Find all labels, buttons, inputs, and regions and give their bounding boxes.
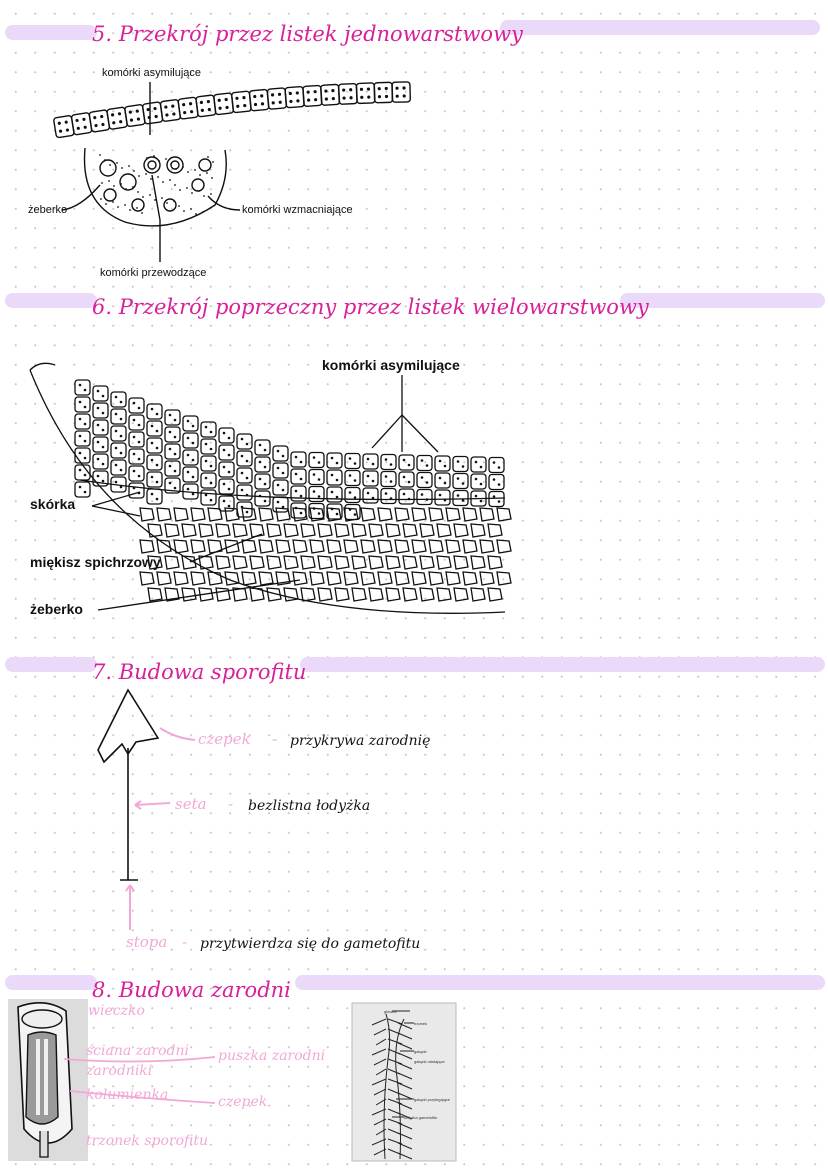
desc-calyptra: przykrywa zarodnię: [290, 733, 431, 749]
label-rib-1: żeberko: [28, 204, 68, 216]
label-conducting-cells: komórki przewodzące: [100, 267, 207, 279]
photo-label-2: trzonek: [414, 1021, 428, 1026]
term-seta: seta: [175, 795, 207, 813]
heading-band-left: [5, 25, 97, 40]
term-foot: stopa: [126, 933, 168, 951]
dash-seta: -: [228, 795, 234, 813]
multi-layer-leaf-diagram: [29, 362, 512, 614]
label-assimilating-cells-1: komórki asymilujące: [102, 67, 202, 79]
photo-label-6: łodyżka gametofitu: [404, 1115, 438, 1120]
label-capsule: puszka zarodni: [218, 1048, 326, 1064]
photo-label-3: gałązki: [414, 1049, 427, 1054]
label-lid: wieczko: [88, 1003, 145, 1019]
single-layer-leaf-diagram: [53, 81, 411, 262]
label-strengthening-cells: komórki wzmacniające: [242, 204, 353, 216]
heading-band-right: [295, 975, 825, 990]
section-heading-6: 6. Przekrój poprzeczny przez listek wiel…: [92, 295, 649, 319]
label-column: kolumienka: [86, 1087, 169, 1103]
dash-calyptra: -: [272, 730, 278, 748]
photo-label-1: główka: [384, 1009, 397, 1014]
label-spores: zarodniki: [86, 1063, 153, 1079]
desc-foot: przytwierdza się do gametofitu: [200, 936, 421, 952]
desc-seta: bezlistna łodyżka: [248, 798, 371, 814]
term-calyptra: czepek: [198, 730, 251, 748]
label-storage-parenchyma: miękisz spichrzowy: [30, 554, 161, 570]
heading-band-right: [300, 657, 825, 672]
sporophyte-drawing: [97, 688, 196, 930]
photo-label-4: gałązki odstające: [414, 1059, 445, 1064]
heading-band-left: [5, 975, 97, 990]
section-heading-7: 7. Budowa sporofitu: [92, 660, 307, 684]
label-assimilating-cells-2: komórki asymilujące: [322, 357, 460, 373]
heading-band-left: [5, 657, 97, 672]
capsule-diagram: [8, 999, 457, 1162]
label-sporophyte-fragment: trzonek sporofitu: [86, 1133, 209, 1149]
section-heading-5: 5. Przekrój przez listek jednowarstwowy: [92, 22, 523, 46]
heading-band-right: [500, 20, 820, 35]
heading-band-right: [620, 293, 825, 308]
label-epidermis: skórka: [30, 496, 76, 512]
label-calyptra-2: czepek: [218, 1094, 268, 1110]
dash-foot: -: [182, 933, 188, 951]
section-heading-8: 8. Budowa zarodni: [92, 978, 291, 1002]
photo-label-5: gałązki przylegające: [414, 1097, 451, 1102]
label-rib-2: żeberko: [30, 601, 83, 617]
heading-band-left: [5, 293, 97, 308]
label-capsule-wall: ściana zarodni: [86, 1043, 189, 1059]
